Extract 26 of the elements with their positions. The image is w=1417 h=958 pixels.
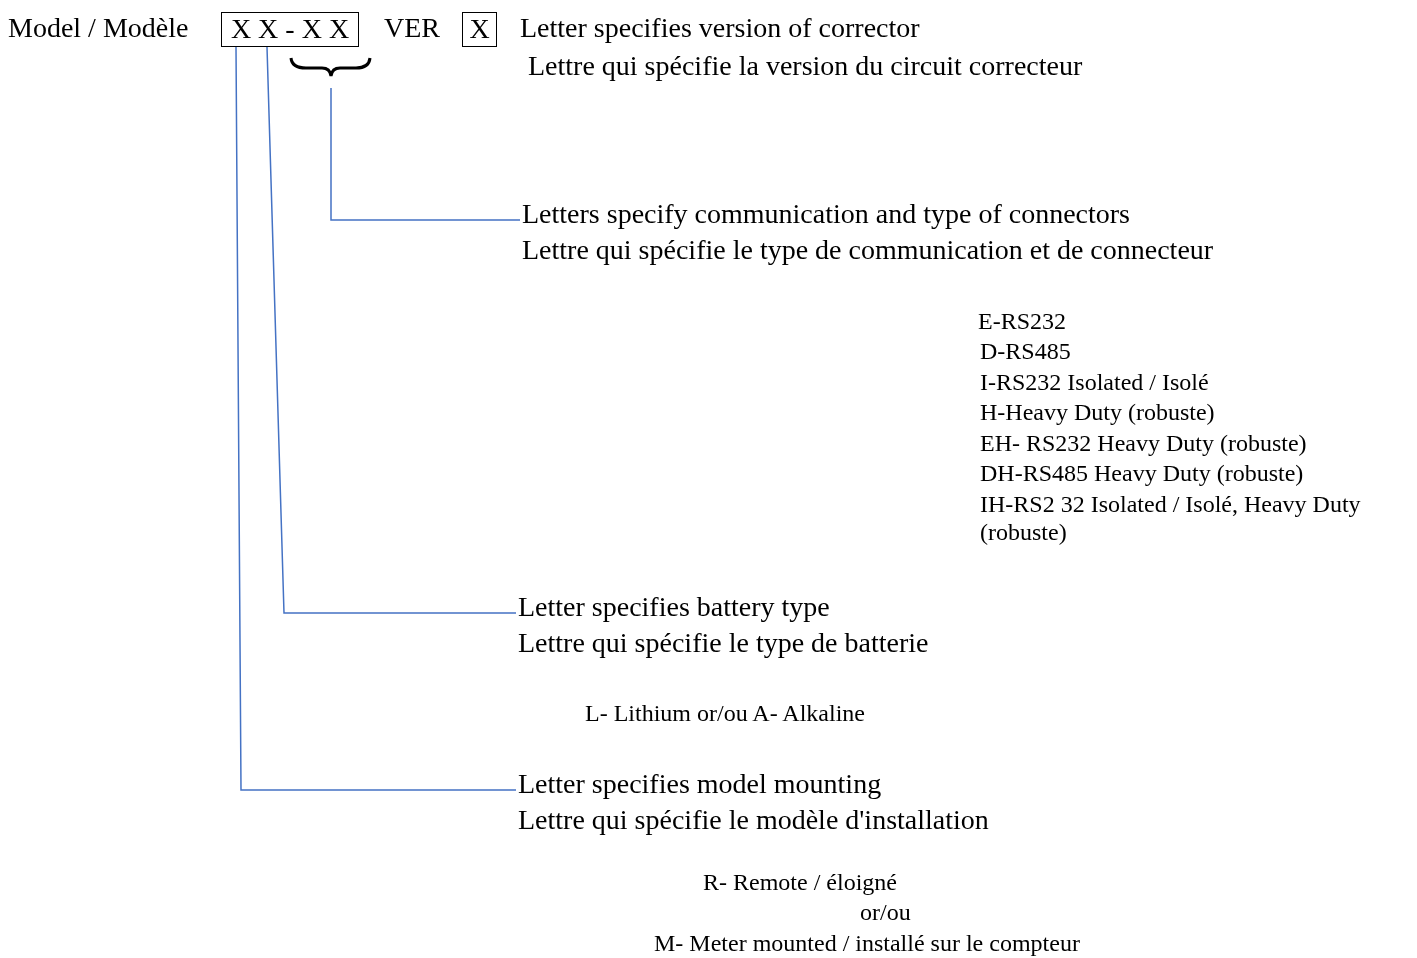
option-text: R- Remote / éloigné (703, 868, 897, 896)
option-text: M- Meter mounted / installé sur le compteur (654, 929, 1080, 957)
option-text: H-Heavy Duty (robuste) (980, 398, 1215, 426)
model-code-box: X X - X X (221, 12, 359, 47)
description-text: Lettre qui spécifie le type de communication et de connecteur (522, 233, 1214, 267)
option-text: E-RS232 (978, 307, 1066, 335)
version-label: VER (384, 12, 440, 44)
model-label: Model / Modèle (8, 12, 189, 44)
description-text: Lettre qui spécifie le type de batterie (518, 626, 929, 660)
option-text: I-RS232 Isolated / Isolé (980, 368, 1209, 396)
description-text: Letter specifies battery type (518, 590, 831, 624)
description-text: Letters specify communication and type of connectors (522, 197, 1131, 231)
option-text: IH-RS2 32 Isolated / Isolé, Heavy Duty (robuste) (980, 490, 1362, 546)
option-text: D-RS485 (980, 337, 1071, 365)
option-text: EH- RS232 Heavy Duty (robuste) (980, 429, 1307, 457)
leader-line (235, 46, 517, 791)
description-text: Lettre qui spécifie le modèle d'installation (518, 803, 989, 837)
description-text: Letter specifies version of corrector (520, 12, 920, 44)
description-text: Letter specifies model mounting (518, 767, 883, 801)
leader-line (330, 87, 521, 221)
version-code-box: X (462, 12, 497, 47)
description-text: Lettre qui spécifie la version du circuit correcteur (528, 50, 1083, 82)
leader-line (266, 46, 517, 614)
option-text: DH-RS485 Heavy Duty (robuste) (980, 459, 1304, 487)
option-text: or/ou (860, 898, 911, 926)
option-text: L- Lithium or/ou A- Alkaline (585, 699, 865, 727)
